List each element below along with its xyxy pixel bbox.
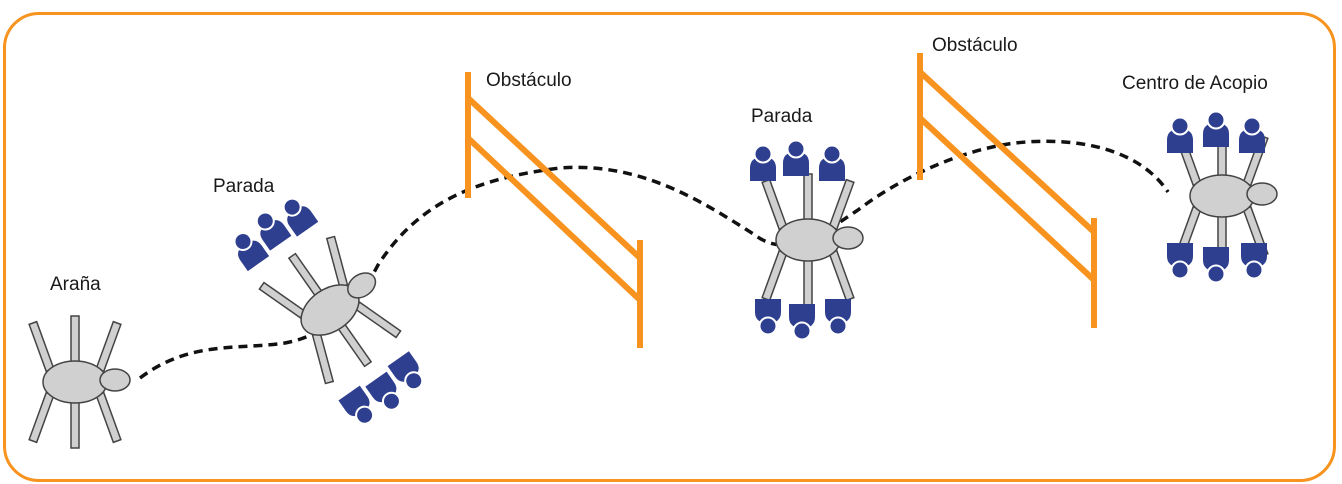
stop-1-group: [226, 191, 431, 431]
obstacle-1: [465, 72, 643, 348]
stop-2-group: [749, 139, 864, 341]
label-spider: Araña: [50, 274, 101, 295]
label-obstacle-2: Obstáculo: [932, 35, 1018, 56]
obstacle-2: [917, 53, 1097, 328]
spider-start: [28, 315, 131, 449]
center-group: [1166, 110, 1278, 284]
label-center: Centro de Acopio: [1122, 73, 1268, 94]
label-stop-1: Parada: [213, 176, 275, 197]
label-obstacle-1: Obstáculo: [486, 70, 572, 91]
label-stop-2: Parada: [751, 106, 813, 127]
diagram-frame: [3, 12, 1336, 482]
travel-path: [138, 139, 1170, 380]
